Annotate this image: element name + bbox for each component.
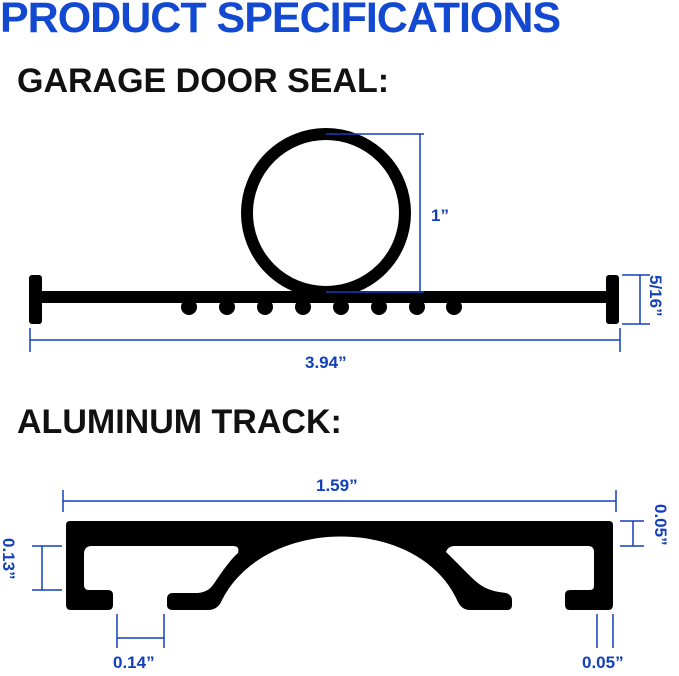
seal-height-label: 5/16” [646, 275, 665, 317]
seal-ribs [181, 299, 462, 315]
seal-rib [219, 299, 235, 315]
seal-rib [333, 299, 349, 315]
seal-rib [295, 299, 311, 315]
seal-dimension-lines [29, 133, 650, 352]
bulb-diameter-label: 1” [431, 206, 449, 225]
seal-base-strip [33, 291, 613, 303]
seal-rib [371, 299, 387, 315]
track-width-label: 1.59” [316, 476, 358, 495]
track-profile [66, 521, 613, 610]
channel-height-label: 0.13” [0, 538, 18, 580]
seal-heading: GARAGE DOOR SEAL: [17, 62, 390, 100]
track-heading: ALUMINUM TRACK: [17, 403, 342, 441]
seal-profile [29, 128, 619, 324]
seal-rib [409, 299, 425, 315]
seal-bulb [241, 128, 411, 298]
track-dimension-lines [32, 490, 644, 648]
seal-rib [257, 299, 273, 315]
wall-thickness-label: 0.05” [651, 504, 670, 546]
seal-right-flange [606, 275, 619, 324]
seal-left-flange [29, 275, 42, 324]
seal-rib [181, 299, 197, 315]
seal-width-label: 3.94” [305, 353, 347, 372]
seal-rib [446, 299, 462, 315]
page-title: PRODUCT SPECIFICATIONS [0, 0, 561, 42]
slot-width-label: 0.14” [113, 653, 155, 672]
lip-width-label: 0.05” [582, 653, 624, 672]
